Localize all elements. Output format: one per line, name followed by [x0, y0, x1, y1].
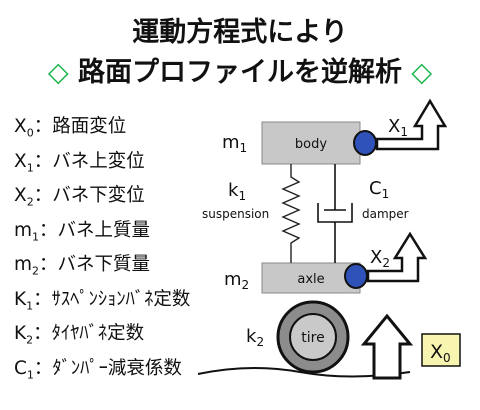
m1-label: m1 [222, 132, 247, 155]
diamond-right-icon: ◇ [411, 57, 433, 88]
x2-label: X2 [370, 247, 390, 270]
diamond-left-icon: ◇ [47, 57, 69, 88]
legend-symbol: K [14, 323, 27, 344]
legend-symbol: m [14, 219, 33, 241]
variable-legend: X0：路面変位 X1：バネ上変位 X2：バネ下変位 m1：バネ上質量 m2：バネ… [14, 112, 214, 388]
legend-subscript: 0 [26, 126, 34, 140]
legend-description: ：路面変位 [33, 116, 127, 137]
legend-subscript: 2 [26, 195, 34, 209]
x0-label: X0 [430, 341, 451, 365]
axle-label: axle [297, 272, 324, 287]
suspension-spring [281, 164, 301, 263]
legend-symbol: X [14, 185, 27, 206]
title-line-2: ◇ 路面プロファイルを逆解析 ◇ [0, 50, 480, 89]
legend-description: ：バネ上質量 [39, 219, 151, 241]
legend-symbol: K [14, 288, 27, 310]
body-label: body [295, 137, 327, 152]
legend-item-x1: X1：バネ上変位 [14, 147, 214, 182]
m1-symbol: m [222, 132, 240, 153]
x1-symbol: X [388, 116, 400, 137]
x0-subscript: 0 [443, 351, 451, 365]
legend-description: ：バネ上変位 [33, 150, 145, 172]
title-line-2-text: 路面プロファイルを逆解析 [78, 57, 402, 88]
x0-symbol: X [430, 341, 443, 363]
x2-arrow-icon [366, 231, 428, 283]
x2-symbol: X [370, 247, 382, 268]
damper [317, 164, 353, 263]
x1-subscript: 1 [400, 125, 408, 139]
x1-label: X1 [388, 116, 408, 139]
legend-item-x0: X0：路面変位 [14, 112, 214, 147]
damper-label: damper [362, 207, 409, 221]
legend-item-m2: m2：バネ下質量 [14, 250, 214, 285]
legend-item-c1: C1：ﾀﾞﾝﾊﾟｰ減衰係数 [14, 354, 214, 389]
k2-label: k2 [246, 326, 264, 349]
legend-description: ：ﾀｲﾔﾊﾞﾈ定数 [33, 323, 145, 344]
title-line-1: 運動方程式により [0, 10, 480, 49]
legend-description: ：ｻｽﾍﾟﾝｼｮﾝﾊﾞﾈ定数 [33, 288, 191, 310]
m2-symbol: m [224, 269, 242, 290]
k1-symbol: k [228, 180, 239, 201]
legend-symbol: m [14, 254, 33, 275]
legend-symbol: X [14, 150, 27, 172]
legend-subscript: 2 [32, 264, 40, 278]
body-pivot [353, 130, 377, 156]
m2-subscript: 2 [242, 278, 250, 292]
legend-item-k2: K2：ﾀｲﾔﾊﾞﾈ定数 [14, 319, 214, 354]
tire-label: tire [301, 330, 324, 346]
axle-pivot [344, 263, 368, 289]
legend-subscript: 1 [26, 299, 34, 313]
m1-subscript: 1 [240, 141, 248, 155]
k1-label: k1 [228, 180, 246, 203]
legend-subscript: 1 [32, 230, 40, 244]
legend-subscript: 1 [26, 161, 34, 175]
k2-symbol: k [246, 326, 257, 347]
body-block [261, 121, 361, 165]
m2-label: m2 [224, 269, 249, 292]
tire-inner [289, 313, 337, 361]
legend-subscript: 1 [26, 368, 34, 382]
suspension-label: suspension [202, 207, 269, 221]
c1-label: C1 [369, 178, 389, 201]
x2-subscript: 2 [382, 256, 390, 270]
x0-box [421, 333, 461, 367]
x0-arrow-icon [360, 313, 414, 380]
legend-item-m1: m1：バネ上質量 [14, 216, 214, 251]
legend-symbol: C [14, 357, 27, 379]
c1-subscript: 1 [382, 187, 390, 201]
legend-description: ：ﾀﾞﾝﾊﾟｰ減衰係数 [33, 357, 182, 379]
legend-item-x2: X2：バネ下変位 [14, 181, 214, 216]
title-line-1-text: 運動方程式により [132, 17, 348, 48]
c1-symbol: C [369, 178, 382, 199]
legend-subscript: 2 [26, 333, 34, 347]
legend-item-k1: K1：ｻｽﾍﾟﾝｼｮﾝﾊﾞﾈ定数 [14, 285, 214, 320]
legend-description: ：バネ下変位 [33, 185, 145, 206]
x1-arrow-icon [375, 98, 448, 151]
legend-description: ：バネ下質量 [39, 254, 151, 275]
legend-symbol: X [14, 116, 27, 137]
k1-subscript: 1 [238, 189, 246, 203]
k2-subscript: 2 [256, 335, 264, 349]
